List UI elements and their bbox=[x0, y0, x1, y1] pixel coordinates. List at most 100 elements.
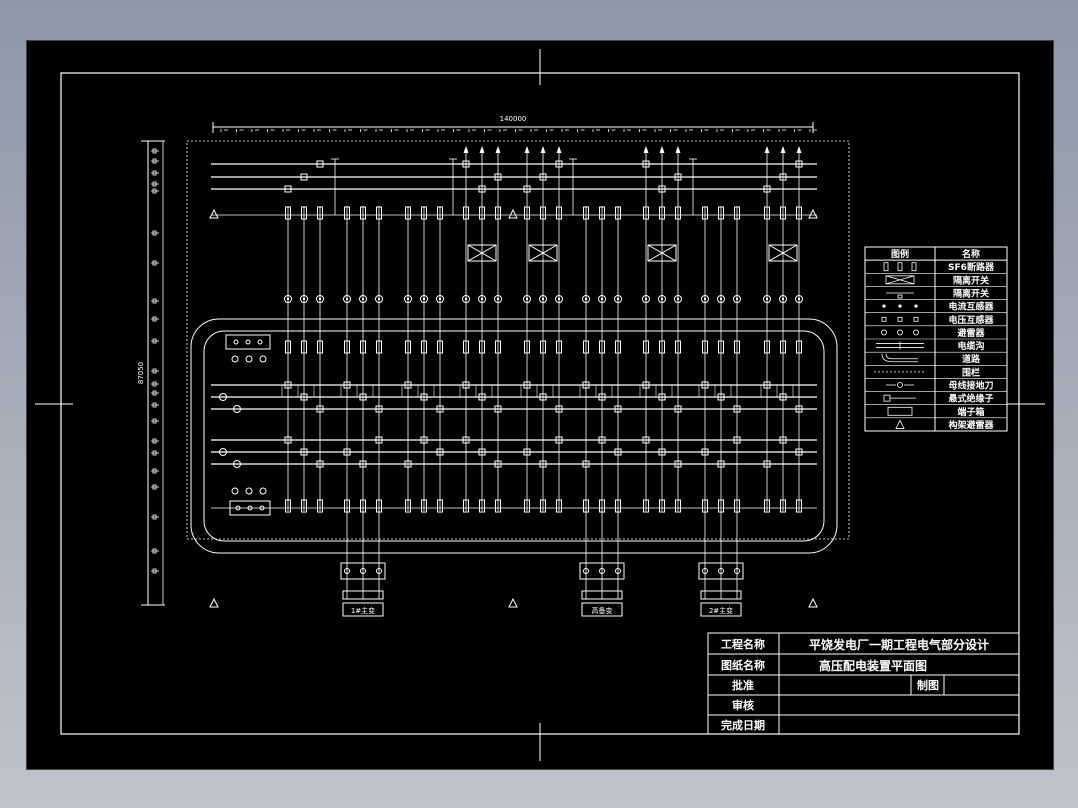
bus-tap bbox=[478, 185, 486, 193]
disconnector bbox=[764, 499, 770, 513]
bus-tap bbox=[642, 381, 650, 389]
arrester-icon bbox=[897, 329, 903, 336]
bus-tap bbox=[375, 436, 383, 444]
line-exit-arrow bbox=[479, 146, 485, 153]
bus-tap bbox=[795, 448, 803, 456]
disconnector bbox=[301, 499, 307, 513]
transformer-bushing bbox=[583, 568, 589, 574]
legend-item-fence: 围栏 bbox=[962, 366, 980, 378]
current-transformer bbox=[779, 295, 787, 303]
line-exit-arrow bbox=[780, 146, 786, 153]
bus-tap bbox=[478, 393, 486, 401]
bus-tap bbox=[478, 448, 486, 456]
line-exit-arrow bbox=[495, 146, 501, 153]
bus-tap bbox=[494, 460, 502, 468]
disconnector bbox=[421, 499, 427, 513]
vt-icon bbox=[881, 316, 887, 322]
centering-marks bbox=[35, 49, 1045, 761]
disconnector bbox=[376, 206, 382, 220]
breaker-icon bbox=[883, 262, 889, 272]
disconnector bbox=[479, 499, 485, 513]
bus-tap bbox=[733, 405, 741, 413]
breaker bbox=[796, 340, 802, 354]
disconnector bbox=[556, 499, 562, 513]
bus-tap bbox=[359, 460, 367, 468]
current-transformer bbox=[420, 295, 428, 303]
voltage-transformer bbox=[219, 393, 227, 401]
bus-tap bbox=[763, 381, 771, 389]
legend-item-arrester: 避雷器 bbox=[957, 327, 985, 339]
bus-tap bbox=[436, 405, 444, 413]
disconnector bbox=[556, 206, 562, 220]
inner-border bbox=[60, 72, 1020, 735]
width-dimension-label: 140000 bbox=[500, 115, 527, 123]
breaker bbox=[556, 340, 562, 354]
disconnector bbox=[615, 206, 621, 220]
bus-tap bbox=[674, 460, 682, 468]
disconnector bbox=[659, 499, 665, 513]
current-transformer bbox=[462, 295, 470, 303]
breaker bbox=[718, 340, 724, 354]
bus-tap bbox=[763, 460, 771, 468]
transformer-label-box bbox=[700, 602, 742, 617]
main-buses bbox=[211, 384, 817, 509]
legend-item-voltage-transformer: 电压互感器 bbox=[948, 314, 994, 326]
title-block bbox=[707, 632, 1020, 735]
transformer-base bbox=[342, 590, 384, 600]
current-transformer bbox=[478, 295, 486, 303]
breaker bbox=[285, 340, 291, 354]
legend-item-bus-grounding-switch: 母线接地刀 bbox=[948, 380, 993, 392]
bus-tap bbox=[555, 405, 563, 413]
bus-tap bbox=[658, 393, 666, 401]
disconnector bbox=[301, 206, 307, 220]
bus-tap bbox=[523, 448, 531, 456]
breaker bbox=[317, 340, 323, 354]
drawing-name-label: 图纸名称 bbox=[721, 658, 765, 672]
breaker bbox=[643, 340, 649, 354]
breaker bbox=[734, 340, 740, 354]
bus-tap bbox=[539, 173, 547, 181]
current-transformer bbox=[795, 295, 803, 303]
transformer-body bbox=[340, 562, 386, 580]
line-exit-arrow bbox=[796, 146, 802, 153]
breaker bbox=[540, 340, 546, 354]
disconnector bbox=[317, 499, 323, 513]
current-transformer bbox=[539, 295, 547, 303]
breaker bbox=[437, 340, 443, 354]
breaker-icon bbox=[897, 262, 903, 272]
voltage-transformer bbox=[219, 448, 227, 456]
ct-icon bbox=[898, 304, 902, 308]
transformer-base bbox=[581, 590, 623, 600]
disconnector-box bbox=[467, 244, 497, 262]
bus-tap bbox=[701, 448, 709, 456]
transformer-bushing bbox=[702, 568, 708, 574]
bus-tap bbox=[701, 381, 709, 389]
bus-tap bbox=[284, 185, 292, 193]
transformer-bushing bbox=[376, 568, 382, 574]
top-dimension: 140000 bbox=[212, 115, 817, 133]
bus-tap bbox=[763, 185, 771, 193]
upper-line-buses bbox=[211, 163, 817, 216]
disconnector-box bbox=[647, 244, 677, 262]
fence bbox=[186, 140, 850, 540]
disconnector bbox=[405, 206, 411, 220]
review-label: 审核 bbox=[732, 698, 754, 712]
bus-tap bbox=[658, 448, 666, 456]
bus-tap bbox=[614, 448, 622, 456]
disconnector bbox=[524, 206, 530, 220]
breaker bbox=[301, 340, 307, 354]
bus-tap bbox=[598, 393, 606, 401]
bus-tap bbox=[674, 405, 682, 413]
disconnector bbox=[780, 206, 786, 220]
line-exit-arrow bbox=[643, 146, 649, 153]
disconnector bbox=[796, 499, 802, 513]
draw-label: 制图 bbox=[917, 678, 939, 692]
project-name-value: 平饶发电厂一期工程电气部分设计 bbox=[809, 637, 989, 652]
disconnector-box bbox=[528, 244, 558, 262]
disconnector-box bbox=[768, 244, 798, 262]
bus-tap bbox=[674, 173, 682, 181]
current-transformer bbox=[701, 295, 709, 303]
road-inner bbox=[203, 330, 825, 542]
bus-tap bbox=[717, 393, 725, 401]
breaker bbox=[479, 340, 485, 354]
